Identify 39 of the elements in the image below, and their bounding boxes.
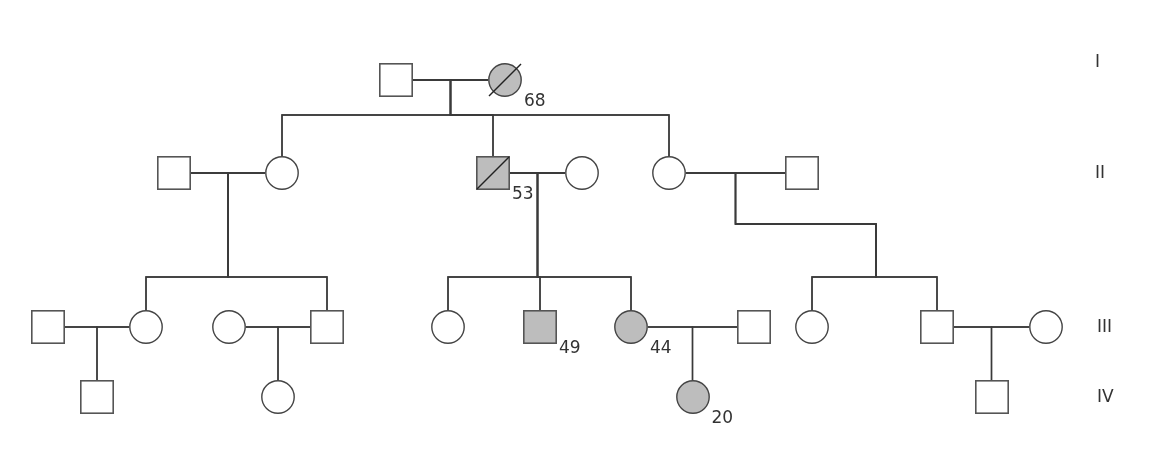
female-circle xyxy=(795,310,829,344)
age-label: 20 xyxy=(711,409,734,426)
age-label: 49 xyxy=(559,339,581,356)
male-square xyxy=(737,310,771,344)
male-square xyxy=(379,63,413,97)
female-circle xyxy=(675,380,710,414)
generation-label: I xyxy=(1095,53,1100,70)
descent-line xyxy=(536,172,632,311)
female-circle xyxy=(265,156,299,190)
female-circle xyxy=(261,380,295,414)
male-square xyxy=(157,156,191,190)
generation-label: III xyxy=(1097,318,1113,335)
age-label: 44 xyxy=(650,339,672,356)
male-square xyxy=(476,156,510,190)
descent-line xyxy=(734,172,938,311)
age-label: 68 xyxy=(524,92,546,109)
female-circle xyxy=(652,156,686,190)
male-square xyxy=(80,380,114,414)
descent-line xyxy=(691,326,738,381)
male-square xyxy=(310,310,344,344)
female-circle xyxy=(488,63,522,97)
descent-line xyxy=(96,326,130,381)
descent-line xyxy=(227,172,328,311)
generation-label: II xyxy=(1095,164,1106,181)
age-label: 53 xyxy=(512,185,534,202)
generation-label: IV xyxy=(1097,388,1114,405)
male-square xyxy=(920,310,954,344)
male-square xyxy=(31,310,65,344)
male-square xyxy=(974,380,1009,414)
descent-line xyxy=(277,326,311,381)
female-circle xyxy=(129,310,163,344)
female-circle xyxy=(431,310,465,344)
descent-line xyxy=(990,326,1030,381)
female-circle xyxy=(212,310,246,344)
female-circle xyxy=(614,310,648,344)
female-circle xyxy=(565,156,599,190)
male-square xyxy=(523,310,557,344)
female-circle xyxy=(1029,310,1063,344)
male-square xyxy=(785,156,819,190)
